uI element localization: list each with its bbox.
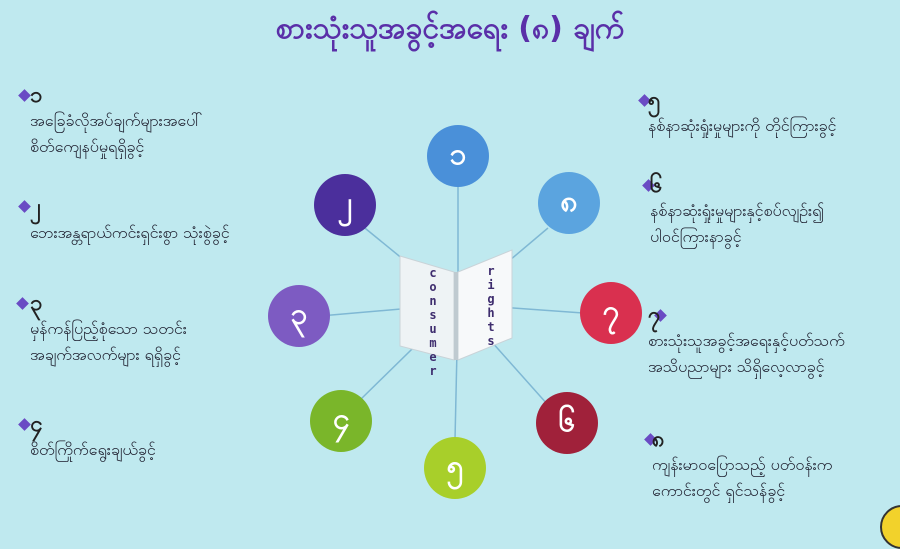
right-item-5: ၅ နစ်နာဆုံးရှုံးမှုများကို တိုင်ကြားခွင့…	[648, 88, 837, 136]
page-title: စားသုံးသူအခွင့်အရေး (၈) ချက်	[275, 11, 625, 46]
circle-6: ၆	[536, 392, 598, 454]
book-icon: consumer rights	[392, 242, 520, 378]
circle-4: ၄	[310, 390, 372, 452]
circle-7: ၇	[580, 282, 642, 344]
right-item-6: ၆ နစ်နာဆုံးရှုံးမှုများနှင့်စပ်လျဉ်း၍ ပါ…	[650, 173, 825, 247]
right-item-8: ၈ ကျန်းမာဝပြောသည့် ပတ်ဝန်းက ကောင်းတွင် ရ…	[652, 428, 833, 500]
right-item-3: ၃ မှန်ကန်ပြည့်စုံသော သတင်း အချက်အလက်များ…	[30, 291, 187, 365]
book-word-rights: rights	[484, 264, 498, 348]
right-item-7: ၇ စားသုံးသူအခွင့်အရေးနှင့်ပတ်သက် အသိပညာမ…	[648, 304, 845, 376]
circle-1: ၁	[427, 125, 489, 187]
book-word-consumer: consumer	[426, 266, 440, 378]
circle-2: ၂	[314, 174, 376, 236]
circle-3: ၃	[268, 285, 330, 347]
right-item-2: ၂ ဘေးအန္တရာယ်ကင်းရှင်းစွာ သုံးစွဲခွင့်	[30, 195, 230, 243]
circle-5: ၅	[424, 437, 486, 499]
right-item-1: ၁ အခြေခံလိုအပ်ချက်များအပေါ် စိတ်ကျေနပ်မှ…	[30, 83, 203, 157]
circle-8: ၈	[538, 172, 600, 234]
right-item-4: ၄ စိတ်ကြိုက်ရွေးချယ်ခွင့်	[30, 412, 156, 460]
